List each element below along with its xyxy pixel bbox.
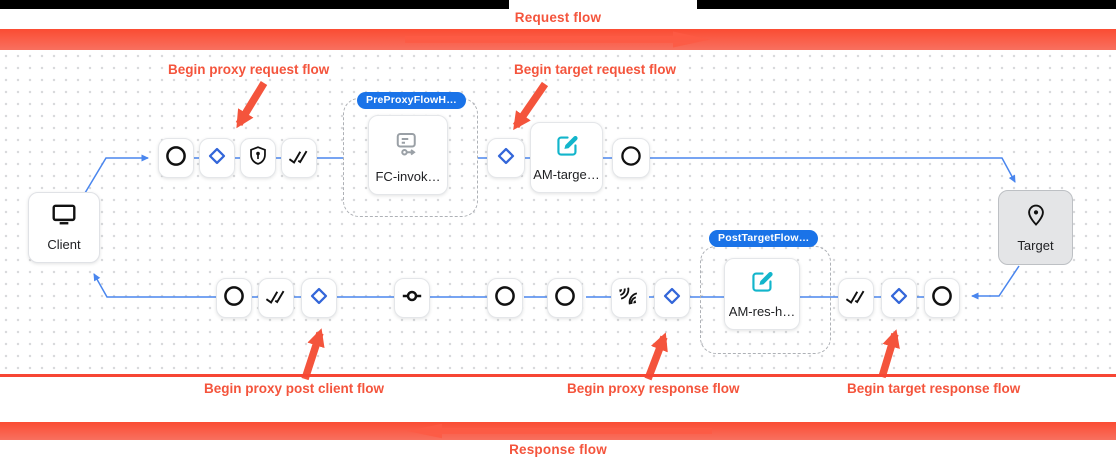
response-flow-bar bbox=[0, 422, 1116, 440]
annotation-begin-target-response: Begin target response flow bbox=[844, 381, 1024, 396]
client-label: Client bbox=[47, 236, 81, 252]
diamond-icon bbox=[888, 285, 910, 312]
circle-icon bbox=[222, 284, 246, 313]
step-target-response-check[interactable] bbox=[838, 278, 874, 318]
annotation-begin-proxy-request: Begin proxy request flow bbox=[165, 62, 333, 77]
post-target-flow-badge[interactable]: PostTargetFlow… bbox=[709, 230, 819, 247]
annotation-begin-proxy-post-client: Begin proxy post client flow bbox=[201, 381, 388, 396]
fc-invoke-policy-card[interactable]: FC-invok… bbox=[368, 115, 453, 200]
pre-proxy-flow-badge[interactable]: PreProxyFlowH… bbox=[357, 92, 466, 109]
edit-icon bbox=[554, 133, 580, 164]
circle-icon bbox=[930, 284, 954, 313]
commit-icon bbox=[399, 284, 425, 313]
annotation-begin-target-request: Begin target request flow bbox=[511, 62, 680, 77]
shield-keyhole-icon bbox=[247, 145, 269, 172]
canvas-grid bbox=[0, 50, 1116, 374]
am-response-label: AM-res-h… bbox=[728, 304, 796, 319]
step-proxy-preflow[interactable] bbox=[158, 138, 194, 178]
place-pin-icon bbox=[1024, 203, 1048, 232]
am-target-label: AM-targe… bbox=[533, 167, 600, 182]
step-begin-proxy-request[interactable] bbox=[199, 138, 235, 178]
step-target-response-circle[interactable] bbox=[924, 278, 960, 318]
fc-invoke-label: FC-invok… bbox=[375, 169, 441, 184]
client-node[interactable]: Client bbox=[28, 192, 100, 263]
step-response-circle-2[interactable] bbox=[547, 278, 583, 318]
diamond-icon bbox=[308, 285, 330, 312]
double-check-icon bbox=[843, 285, 869, 312]
annotation-begin-proxy-response: Begin proxy response flow bbox=[564, 381, 743, 396]
double-check-icon bbox=[263, 285, 289, 312]
diamond-icon bbox=[206, 145, 228, 172]
request-flow-arrow-icon bbox=[405, 31, 710, 48]
flow-callout-icon bbox=[393, 129, 423, 164]
edit-icon bbox=[749, 269, 775, 300]
circle-icon bbox=[164, 144, 188, 173]
request-flow-bar bbox=[0, 29, 1116, 50]
target-node[interactable]: Target bbox=[998, 190, 1073, 265]
diamond-icon bbox=[661, 285, 683, 312]
step-begin-proxy-response[interactable] bbox=[654, 278, 690, 318]
step-postclient-check[interactable] bbox=[258, 278, 294, 318]
circle-icon bbox=[619, 144, 643, 173]
step-begin-proxy-post-client[interactable] bbox=[301, 278, 337, 318]
am-response-policy-card[interactable]: AM-res-h… bbox=[724, 258, 805, 335]
request-flow-banner: Request flow bbox=[514, 10, 602, 25]
double-check-icon bbox=[286, 145, 312, 172]
step-security-policy[interactable] bbox=[240, 138, 276, 178]
step-quota-policy[interactable] bbox=[281, 138, 317, 178]
step-commit-node[interactable] bbox=[394, 278, 430, 318]
target-label: Target bbox=[1017, 237, 1054, 253]
response-flow-arrow-icon bbox=[407, 423, 712, 439]
circle-icon bbox=[493, 284, 517, 313]
response-flow-banner: Response flow bbox=[509, 442, 607, 457]
step-begin-target-request[interactable] bbox=[487, 138, 525, 178]
top-black-bar-gap bbox=[509, 0, 697, 9]
step-signal-policy[interactable] bbox=[611, 278, 647, 318]
signal-icon bbox=[618, 285, 640, 312]
circle-icon bbox=[553, 284, 577, 313]
step-postclient-circle[interactable] bbox=[216, 278, 252, 318]
annotation-baseline bbox=[0, 374, 1116, 377]
step-target-endpoint[interactable] bbox=[612, 138, 650, 178]
am-target-policy-card[interactable]: AM-targe… bbox=[530, 122, 603, 193]
diamond-icon bbox=[495, 145, 517, 172]
step-begin-target-response[interactable] bbox=[881, 278, 917, 318]
step-response-circle-1[interactable] bbox=[487, 278, 523, 318]
monitor-icon bbox=[51, 204, 77, 231]
